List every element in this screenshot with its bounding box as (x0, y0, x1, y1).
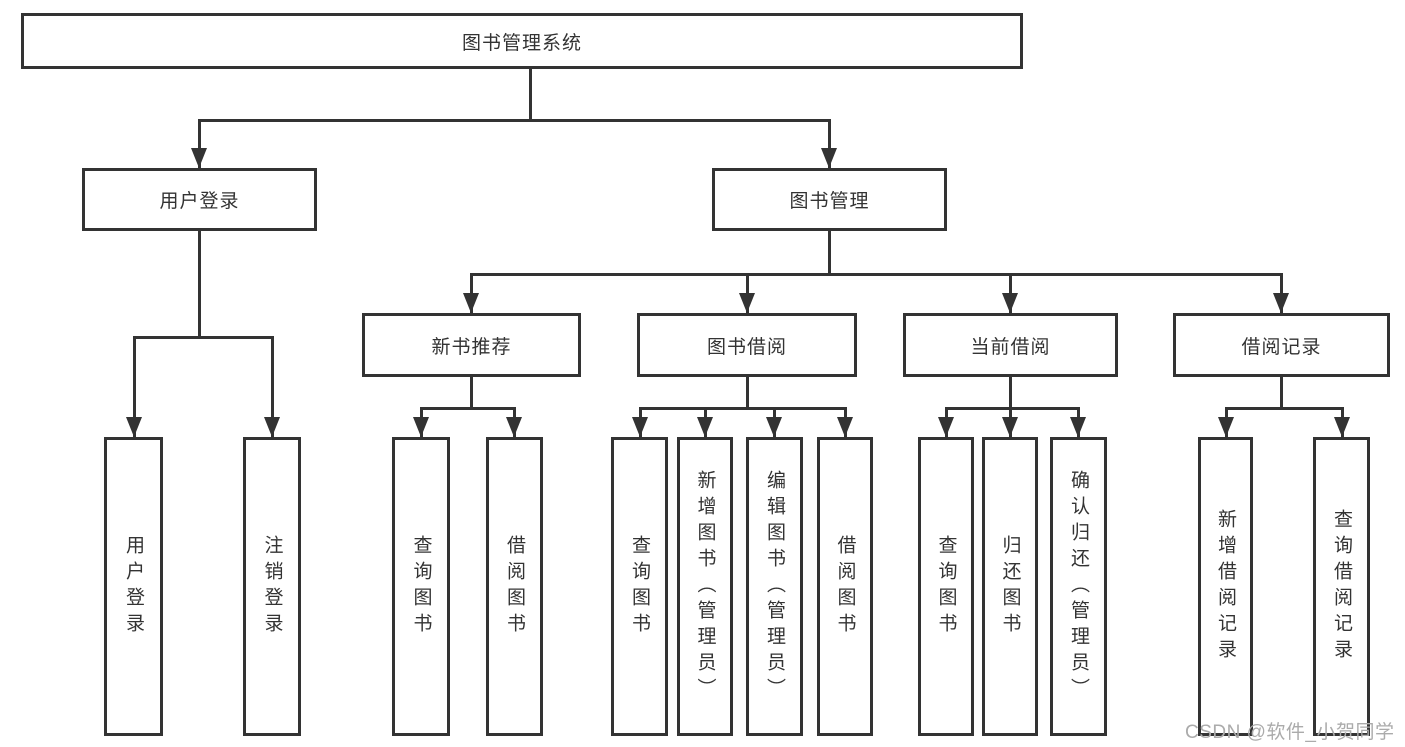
arrow-down-icon (1218, 417, 1234, 437)
connector-line (270, 336, 274, 437)
connector-line (132, 336, 136, 437)
arrow-down-icon (1273, 293, 1289, 313)
node-user-login: 用户登录 (82, 168, 317, 231)
leaf-borrow-books-recommend: 借阅图书 (486, 437, 543, 736)
leaf-add-book-admin-label: 新增图书（管理员） (694, 469, 716, 704)
connector-line (638, 407, 847, 410)
connector-line (827, 119, 831, 168)
arrow-down-icon (413, 417, 429, 437)
connector-line (1224, 407, 1344, 410)
leaf-query-borrow-record-label: 查询借阅记录 (1331, 508, 1352, 665)
arrow-down-icon (697, 417, 713, 437)
leaf-query-books-borrowing-label: 查询图书 (629, 534, 650, 639)
leaf-query-books-borrowing: 查询图书 (611, 437, 668, 736)
arrow-down-icon (1334, 417, 1350, 437)
arrow-down-icon (506, 417, 522, 437)
watermark: CSDN @软件_小贺同学 (1185, 722, 1395, 743)
connector-line (132, 336, 274, 339)
leaf-query-books-recommend: 查询图书 (392, 437, 450, 736)
connector-line (1279, 377, 1283, 410)
connector-line (528, 69, 532, 122)
leaf-borrow-books-borrowing-label: 借阅图书 (834, 534, 856, 639)
node-book-borrowing-label: 图书借阅 (706, 336, 787, 358)
node-current-borrowing-label: 当前借阅 (970, 336, 1051, 358)
leaf-user-login: 用户登录 (104, 437, 163, 736)
arrow-down-icon (463, 293, 479, 313)
node-book-borrowing: 图书借阅 (637, 313, 857, 377)
leaf-query-borrow-record: 查询借阅记录 (1313, 437, 1370, 736)
leaf-return-book-label: 归还图书 (999, 534, 1021, 639)
connector-line (469, 377, 473, 410)
connector-line (419, 407, 516, 410)
arrow-down-icon (264, 417, 280, 437)
leaf-add-borrow-record: 新增借阅记录 (1198, 437, 1253, 736)
node-book-management-label: 图书管理 (789, 191, 870, 212)
arrow-down-icon (1070, 417, 1086, 437)
arrow-down-icon (1002, 293, 1018, 313)
leaf-edit-book-admin: 编辑图书（管理员） (746, 437, 803, 736)
leaf-borrow-books-recommend-label: 借阅图书 (504, 534, 525, 639)
arrow-down-icon (938, 417, 954, 437)
leaf-query-books-recommend-label: 查询图书 (410, 534, 432, 639)
connector-line (745, 377, 749, 410)
leaf-add-book-admin: 新增图书（管理员） (677, 437, 733, 736)
leaf-borrow-books-borrowing: 借阅图书 (817, 437, 873, 736)
connector-line (197, 119, 201, 168)
connector-line (827, 231, 831, 276)
arrow-down-icon (821, 148, 837, 168)
connector-line (197, 119, 831, 122)
leaf-user-login-label: 用户登录 (123, 534, 144, 639)
connector-line (469, 273, 1283, 276)
node-borrowing-records: 借阅记录 (1173, 313, 1390, 377)
leaf-confirm-return-admin: 确认归还（管理员） (1050, 437, 1107, 736)
leaf-edit-book-admin-label: 编辑图书（管理员） (764, 469, 785, 704)
leaf-query-books-current: 查询图书 (918, 437, 974, 736)
leaf-confirm-return-admin-label: 确认归还（管理员） (1068, 469, 1089, 704)
arrow-down-icon (632, 417, 648, 437)
arrow-down-icon (1002, 417, 1018, 437)
node-current-borrowing: 当前借阅 (903, 313, 1118, 377)
node-user-login-label: 用户登录 (159, 191, 240, 212)
node-new-book-recommend-label: 新书推荐 (431, 336, 512, 358)
node-borrowing-records-label: 借阅记录 (1241, 336, 1322, 358)
leaf-return-book: 归还图书 (982, 437, 1038, 736)
connector-line (197, 231, 201, 339)
arrow-down-icon (191, 148, 207, 168)
node-library-system-label: 图书管理系统 (461, 32, 582, 54)
arrow-down-icon (837, 417, 853, 437)
leaf-logout: 注销登录 (243, 437, 301, 736)
connector-line (944, 407, 1080, 410)
arrow-down-icon (126, 417, 142, 437)
leaf-add-borrow-record-label: 新增借阅记录 (1215, 508, 1236, 665)
arrow-down-icon (739, 293, 755, 313)
leaf-query-books-current-label: 查询图书 (935, 534, 957, 639)
node-book-management: 图书管理 (712, 168, 947, 231)
arrow-down-icon (766, 417, 782, 437)
node-new-book-recommend: 新书推荐 (362, 313, 581, 377)
node-library-system: 图书管理系统 (21, 13, 1023, 69)
leaf-logout-label: 注销登录 (261, 534, 283, 639)
connector-line (1008, 377, 1012, 410)
